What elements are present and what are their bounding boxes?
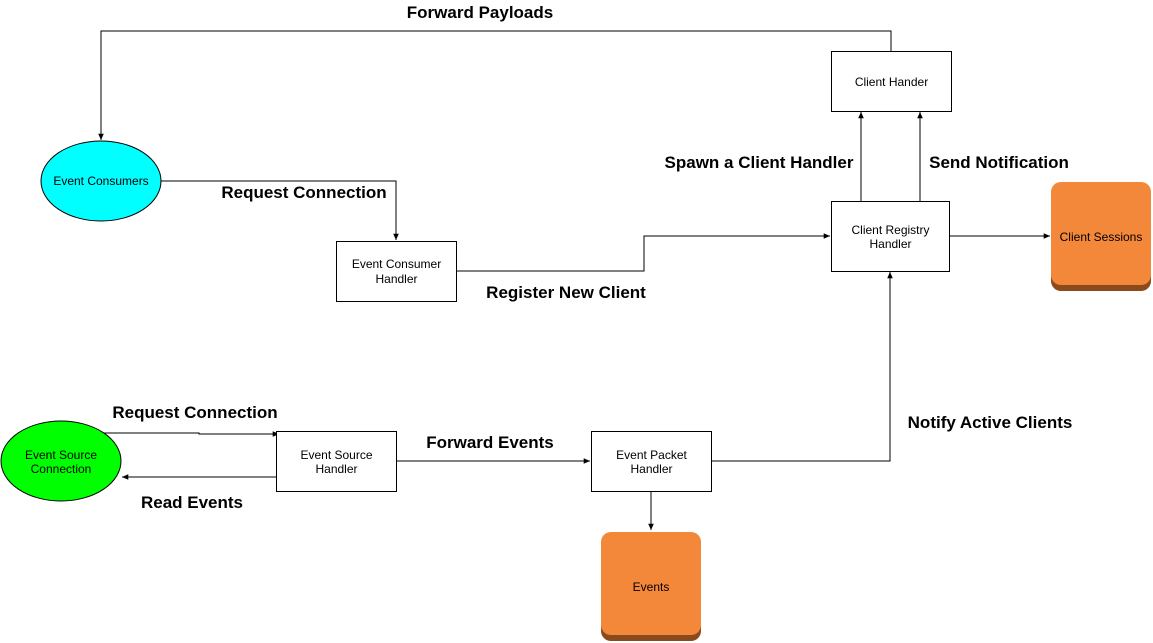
node-event-consumer-handler-line1: Event Consumer bbox=[352, 257, 441, 271]
label-forward-payloads: Forward Payloads bbox=[407, 3, 553, 22]
node-event-source-handler: Event Source Handler bbox=[276, 431, 397, 492]
node-event-packet-handler-line2: Handler bbox=[630, 462, 672, 476]
edge-notify-active-clients bbox=[712, 272, 893, 462]
node-events: Events bbox=[601, 532, 701, 641]
label-request-connection-source: Request Connection bbox=[112, 403, 277, 422]
edge-forward-payloads bbox=[98, 30, 892, 140]
label-register-new-client: Register New Client bbox=[486, 283, 646, 302]
node-event-consumer-handler-line2: Handler bbox=[375, 272, 417, 286]
edge-request-connection-consumer bbox=[161, 180, 399, 240]
label-notify-active-clients: Notify Active Clients bbox=[908, 413, 1073, 432]
edge-register-new-client bbox=[457, 233, 830, 272]
node-event-consumer-handler: Event Consumer Handler bbox=[336, 241, 457, 302]
node-event-source-handler-line1: Event Source bbox=[300, 448, 372, 462]
node-event-consumers: Event Consumers bbox=[40, 140, 162, 222]
node-client-registry-handler-line1: Client Registry bbox=[851, 223, 929, 237]
node-client-sessions: Client Sessions bbox=[1051, 182, 1151, 291]
label-forward-events: Forward Events bbox=[426, 433, 554, 452]
node-client-registry-handler: Client Registry Handler bbox=[831, 201, 950, 272]
label-spawn-client-handler: Spawn a Client Handler bbox=[665, 153, 854, 172]
node-client-handler-label: Client Hander bbox=[855, 75, 928, 89]
node-events-label: Events bbox=[633, 580, 670, 594]
label-send-notification: Send Notification bbox=[929, 153, 1069, 172]
node-event-consumers-label: Event Consumers bbox=[53, 174, 148, 188]
node-event-source-handler-line2: Handler bbox=[315, 462, 357, 476]
edge-request-connection-source bbox=[104, 431, 279, 437]
node-event-source-connection-line2: Connection bbox=[31, 462, 92, 476]
label-request-connection-consumer: Request Connection bbox=[221, 183, 386, 202]
node-client-sessions-label: Client Sessions bbox=[1060, 230, 1143, 244]
node-event-source-connection: Event Source Connection bbox=[0, 420, 122, 502]
label-read-events: Read Events bbox=[141, 493, 243, 512]
node-event-packet-handler: Event Packet Handler bbox=[591, 431, 712, 492]
node-client-registry-handler-line2: Handler bbox=[869, 237, 911, 251]
node-event-packet-handler-line1: Event Packet bbox=[616, 448, 687, 462]
node-client-handler: Client Hander bbox=[831, 51, 952, 112]
node-event-source-connection-line1: Event Source bbox=[25, 448, 97, 462]
